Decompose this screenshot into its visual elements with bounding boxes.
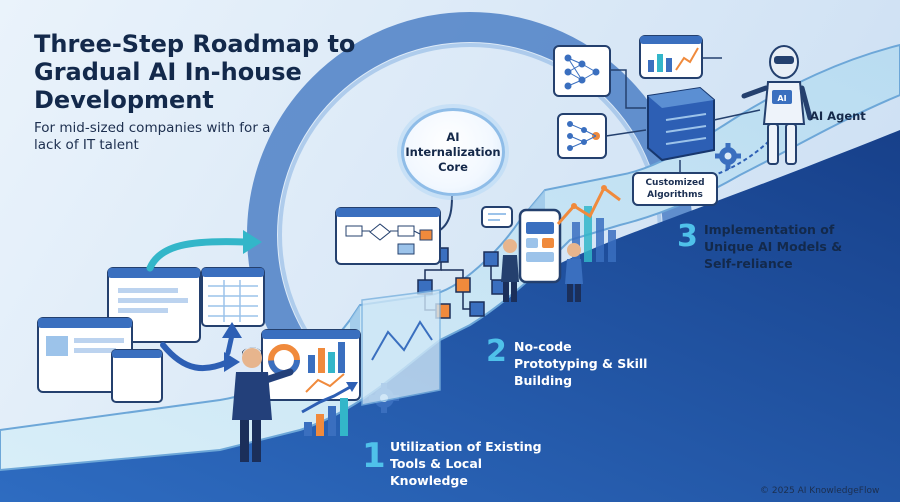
robot-badge: AI (777, 94, 786, 103)
page-subtitle: For mid-sized companies with for a lack … (34, 120, 271, 153)
flow-arrows (146, 230, 262, 372)
step-3-number: 3 (677, 219, 698, 254)
phone-prototype-icon (518, 208, 562, 284)
ai-core-label: AI Internalization Core (405, 129, 501, 174)
dashboard-panel (261, 329, 361, 401)
presenter-person-icon (232, 347, 294, 462)
gear-icon-2 (715, 143, 741, 169)
neural-network-window-2 (557, 113, 607, 159)
road-light-path (0, 43, 900, 472)
chat-bubble-icon (481, 206, 513, 228)
growth-chart-icon (301, 382, 358, 436)
server-rack-icon (647, 86, 715, 162)
trend-chart-icon (556, 185, 621, 262)
step-3-text: Implementation of Unique AI Models & Sel… (704, 222, 843, 271)
step-2-number: 2 (486, 334, 507, 369)
step-2-text: No-code Prototyping & Skill Building (514, 339, 648, 388)
customized-algorithms-badge: Customized Algorithms (632, 172, 718, 206)
analytics-window (639, 35, 703, 79)
page-title: Three-Step Roadmap to Gradual AI In-hous… (34, 30, 356, 114)
customized-algorithms-label: Customized Algorithms (645, 178, 705, 200)
team-people-icon (501, 239, 583, 302)
robot-agent-icon (741, 45, 813, 165)
connector-arrows (605, 57, 761, 172)
dashed-arrow (711, 139, 771, 177)
step-1-text: Utilization of Existing Tools & Local Kn… (390, 439, 542, 488)
ai-agent-label: AI Agent (810, 109, 866, 123)
flowchart-window (335, 195, 453, 265)
copyright-text: © 2025 AI KnowledgeFlow (760, 486, 880, 496)
ai-core-bubble: AI Internalization Core (401, 108, 505, 196)
neural-network-window (553, 45, 611, 97)
document-windows-group (37, 267, 265, 403)
step-1-number: 1 (362, 436, 386, 476)
road-dark-band (0, 130, 900, 502)
